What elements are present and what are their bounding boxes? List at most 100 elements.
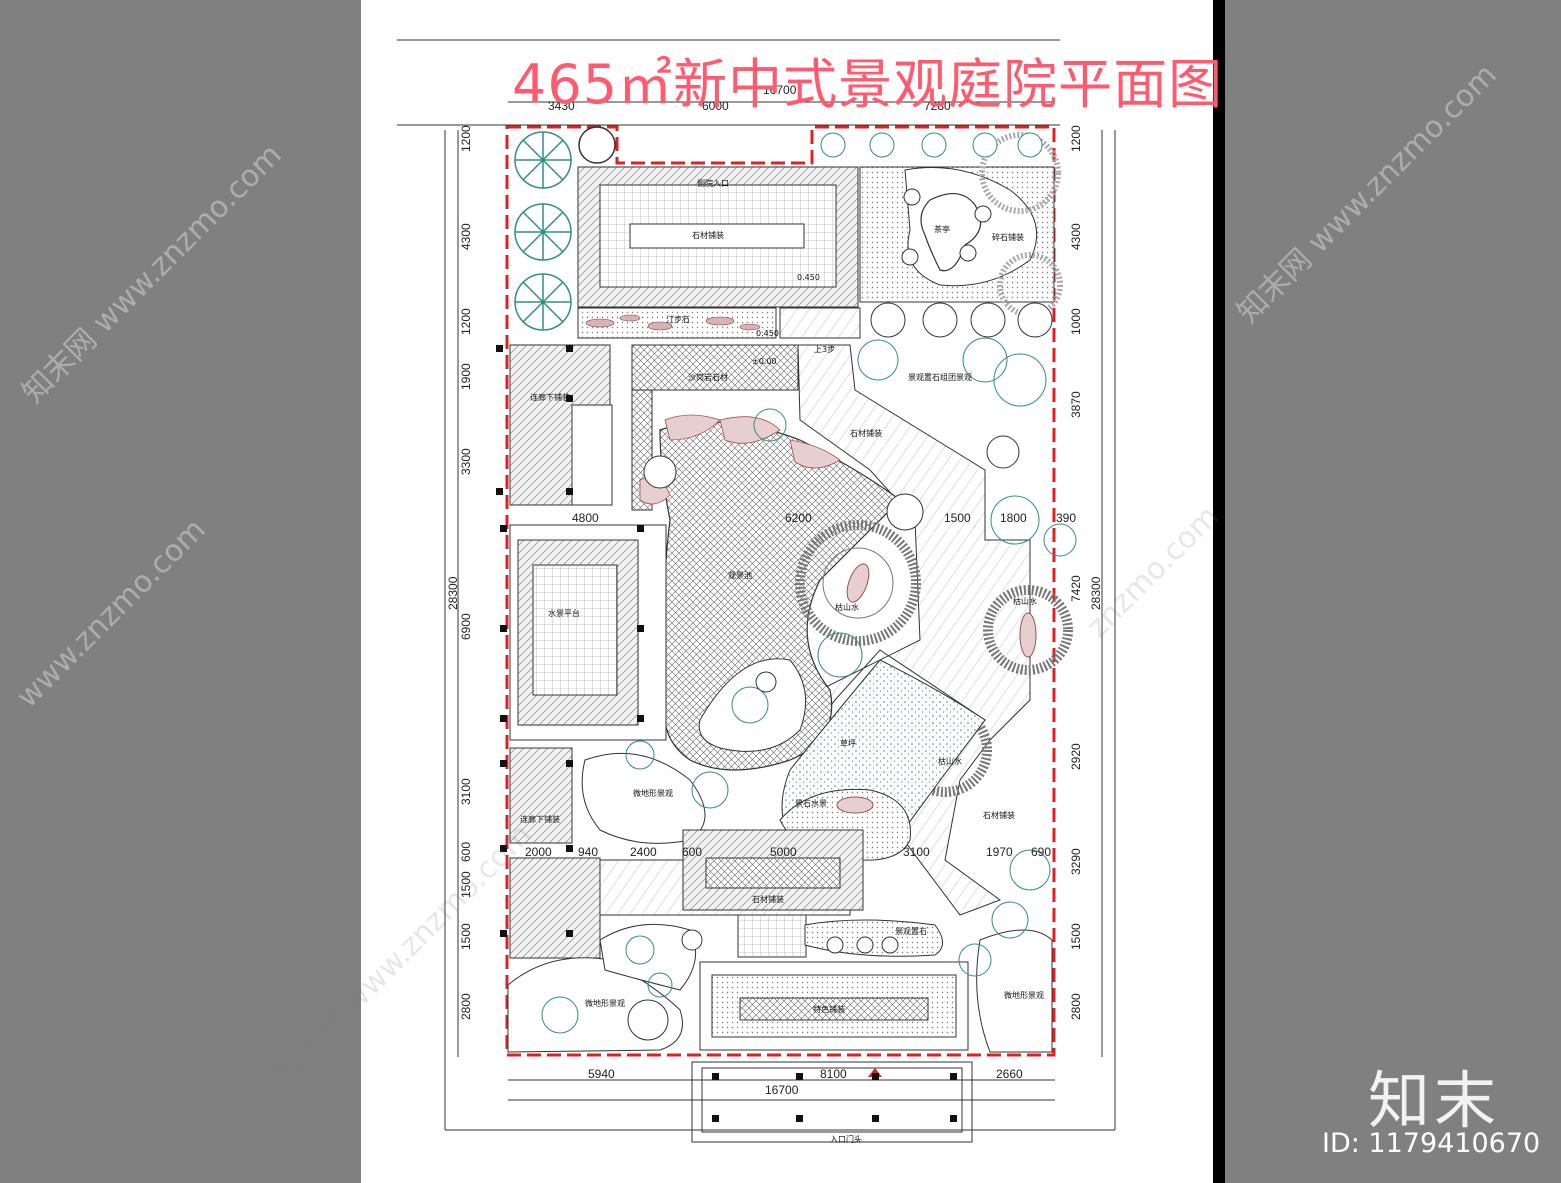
- dim-left-7: 3100: [459, 778, 473, 805]
- water-platform-grid: [532, 564, 618, 696]
- dim-right-3: 1000: [1069, 308, 1083, 335]
- dim-bottom-1: 5940: [588, 1067, 615, 1081]
- entry-steps: [779, 307, 861, 339]
- feature-paving-inset: [739, 997, 929, 1021]
- brand-logo: 知末: [1368, 1064, 1501, 1137]
- ground-cover-bottom-left-2: [599, 923, 697, 991]
- label-rockery: 景观置石组团景观: [908, 372, 972, 382]
- dim-right-5: 7420: [1069, 575, 1083, 602]
- label-gravel: 碎石铺装: [992, 232, 1024, 242]
- dim-left-10: 1500: [459, 923, 473, 950]
- label-pond: 观景池: [728, 570, 752, 580]
- label-elevation-top: 0.450: [797, 273, 820, 282]
- label-boulder-water: 景石水景: [795, 798, 827, 808]
- label-water-platform: 水景平台: [548, 608, 580, 618]
- dim-right-7: 3290: [1069, 848, 1083, 875]
- dim-left-1: 1200: [459, 125, 473, 152]
- dim-right-total: 28300: [1089, 576, 1103, 610]
- label-karesansui-2: 枯山水: [1013, 596, 1037, 606]
- dim-mid2-1: 2000: [525, 845, 552, 859]
- karesansui-rock-1: [846, 563, 870, 603]
- sheet-edge-bar: [1213, 0, 1225, 1183]
- boulder: [836, 796, 874, 814]
- label-karesansui-3: 枯山水: [938, 756, 962, 766]
- label-ground-cover-left: 微地形景观: [633, 788, 673, 798]
- area-labels: 侧院入口 石材铺装 0.450 汀步石 0.450 上3步 ±0.00 沙岗岩石…: [520, 178, 1044, 1144]
- dim-mid2-6: 3100: [903, 845, 930, 859]
- label-ground-cover-bottom-right: 微地形景观: [1004, 990, 1044, 1000]
- page-title: 465㎡新中式景观庭院平面图: [512, 53, 1224, 116]
- dim-right-2: 4300: [1069, 223, 1083, 250]
- label-stepping-stones: 汀步石: [666, 315, 690, 324]
- tea-pavilion-rock: [920, 193, 982, 272]
- dim-top-3: 7280: [924, 99, 951, 113]
- site-boundary: [505, 125, 1056, 1057]
- lower-path-grid: [737, 914, 807, 958]
- hedge-row: [820, 132, 1043, 158]
- dimension-labels: 3430 6000 16700 7280 5940 8100 16700 266…: [446, 83, 1103, 1097]
- dim-mid1-2: 6200: [785, 511, 812, 525]
- label-stone-paving-right: 石材铺装: [983, 810, 1015, 820]
- label-karesansui-1: 枯山水: [835, 602, 859, 612]
- karesansui-1: [795, 520, 921, 646]
- label-elevation-steps: 0.450: [756, 329, 779, 338]
- label-upper-corridor: 连廊下铺装: [530, 392, 570, 402]
- dim-left-total: 28300: [446, 576, 460, 610]
- dim-right-4: 3870: [1069, 391, 1083, 418]
- dim-mid2-8: 690: [1031, 845, 1051, 859]
- dim-left-8: 600: [459, 842, 473, 862]
- pond-edge-rocks: [639, 414, 841, 505]
- columns: [496, 345, 957, 1122]
- label-lower-corridor: 连廊下铺装: [520, 814, 560, 824]
- granite-band: [631, 344, 799, 391]
- dim-left-6: 6900: [459, 613, 473, 640]
- label-feature-paving: 特色铺装: [813, 1004, 845, 1014]
- lower-terrace-inset: [705, 857, 841, 889]
- dim-left-11: 2800: [459, 993, 473, 1020]
- dim-left-4: 1900: [459, 363, 473, 390]
- dim-mid2-5: 5000: [770, 845, 797, 859]
- top-terrace-inset: [629, 223, 805, 249]
- resource-id: ID: 1179410670: [1322, 1128, 1541, 1159]
- entrance-gate-outline: [691, 1061, 973, 1143]
- tea-seats: [901, 188, 992, 266]
- left-trees: [514, 131, 572, 331]
- dim-mid2-4: 600: [682, 845, 702, 859]
- label-side-entrance: 侧院入口: [697, 178, 729, 188]
- dim-bottom-3: 2660: [996, 1067, 1023, 1081]
- label-top-stone-paving: 石材铺装: [692, 230, 724, 240]
- entrance-gate-inner: [701, 1067, 963, 1133]
- label-tea-pavilion: 茶亭: [934, 224, 950, 234]
- dim-left-3: 1200: [459, 308, 473, 335]
- step-stone-bed: [804, 919, 943, 957]
- planting-strokes: [541, 337, 1077, 1034]
- dim-top-total: 16700: [763, 83, 797, 97]
- dim-top-1: 3430: [548, 99, 575, 113]
- label-stone-paving-mid: 石材铺装: [850, 428, 882, 438]
- label-stone-paving-bottom: 石材铺装: [752, 894, 784, 904]
- dim-mid1-5: 390: [1056, 511, 1076, 525]
- dim-right-9: 2800: [1069, 993, 1083, 1020]
- diagonal-stone-path: [789, 344, 1031, 916]
- pond-island: [698, 658, 807, 752]
- label-entrance-gate: 入口门头: [830, 1134, 862, 1144]
- round-shrub-row: [870, 302, 1053, 338]
- dim-top-2: 6000: [702, 99, 729, 113]
- dim-bottom-total: 16700: [765, 1083, 799, 1097]
- gravel-ring-2: [997, 252, 1063, 318]
- dim-left-9: 1500: [459, 871, 473, 898]
- dim-right-6: 2920: [1069, 743, 1083, 770]
- label-lawn: 草坪: [840, 738, 856, 748]
- dim-left-5: 3300: [459, 448, 473, 475]
- round-shrubs: [627, 435, 1020, 1041]
- label-granite: 沙岗岩石材: [688, 372, 728, 382]
- corridor-wall: [571, 404, 613, 506]
- dimension-frame: [397, 39, 1116, 1131]
- gravel-ring-1: [979, 132, 1061, 214]
- dim-right-1: 1200: [1069, 125, 1083, 152]
- dim-bottom-2: 8100: [820, 1067, 847, 1081]
- label-elevation-zero: ±0.00: [752, 357, 777, 366]
- feature-tree: [578, 126, 616, 164]
- label-up-3-steps: 上3步: [814, 345, 835, 354]
